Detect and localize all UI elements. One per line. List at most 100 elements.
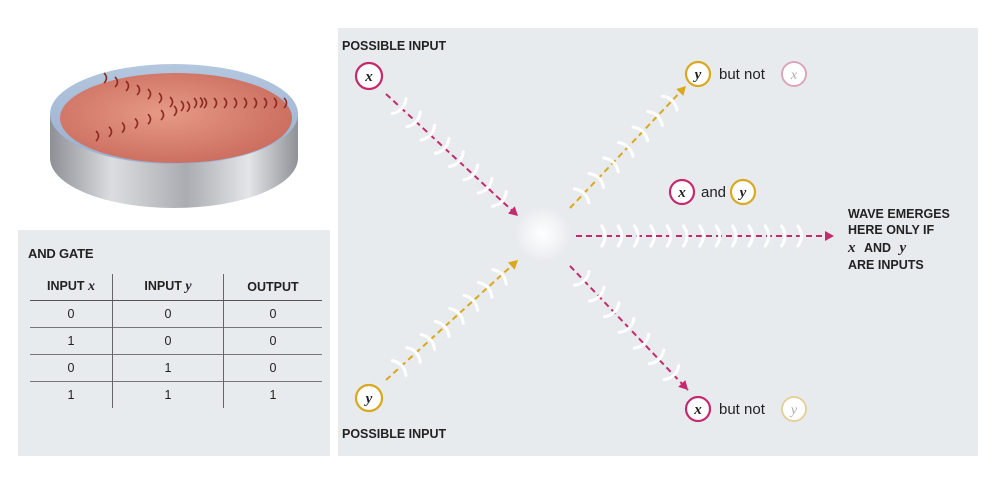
y-input-wave xyxy=(385,259,519,381)
wave-arc xyxy=(780,224,787,248)
output-line-2: HERE ONLY IF xyxy=(848,223,934,237)
wave-arc xyxy=(714,224,722,248)
wave-arc xyxy=(747,224,754,248)
wave-arc xyxy=(602,156,620,174)
wave-line xyxy=(385,259,519,381)
label-text: but not xyxy=(719,66,766,83)
wave-arc xyxy=(631,125,650,143)
dish-arc xyxy=(199,96,204,108)
wave-arc xyxy=(588,285,606,303)
arrow-head xyxy=(825,231,834,241)
dish-arc xyxy=(263,97,268,109)
dish-arc xyxy=(213,97,218,109)
wave-arc xyxy=(731,224,738,248)
dish-arc xyxy=(283,97,288,109)
collision-glow xyxy=(515,206,571,262)
table-cell: 0 xyxy=(223,300,322,328)
table-cell: 1 xyxy=(223,381,322,408)
output-var-x: x xyxy=(847,240,856,256)
truth-table-header: INPUT x INPUT y OUTPUT xyxy=(30,274,322,301)
wave-arc xyxy=(665,224,673,248)
wave-arc xyxy=(617,317,636,334)
table-cell: 0 xyxy=(112,300,224,328)
dish-arc xyxy=(243,97,248,109)
label-symbol: y xyxy=(693,67,702,83)
dish-arc xyxy=(203,97,208,109)
petri-dish-illustration xyxy=(18,18,330,218)
dish-gel xyxy=(60,73,292,163)
x-input-wave xyxy=(385,93,519,217)
header-output: OUTPUT xyxy=(223,274,322,301)
wave-arc xyxy=(616,224,624,248)
dish-arc xyxy=(95,130,100,142)
dish-arc xyxy=(114,76,119,88)
table-row: 1 0 0 xyxy=(30,327,322,355)
wave-paths xyxy=(385,85,834,391)
wave-arc xyxy=(600,224,607,248)
output-line-1: WAVE EMERGES xyxy=(848,207,950,221)
dish-arc xyxy=(233,97,238,109)
y-input-icon: y xyxy=(354,383,384,413)
label-symbol: x xyxy=(677,185,686,201)
x-input-icon: x xyxy=(354,61,384,91)
label-symbol: x xyxy=(693,402,702,418)
dish-arc xyxy=(173,105,178,117)
dish-wave-arcs xyxy=(95,72,288,142)
gate-title: AND GATE xyxy=(28,246,94,261)
table-cell: 0 xyxy=(67,307,75,321)
table-row: 0 1 0 xyxy=(30,354,322,382)
dish-arc xyxy=(169,96,174,108)
label-text: but not xyxy=(719,401,766,418)
and-gate-panel: AND GATE INPUT x INPUT y OUTPUT 0 0 0 1 … xyxy=(18,230,330,456)
wave-arc xyxy=(698,224,705,248)
table-cell: 0 xyxy=(223,327,322,355)
wave-arc xyxy=(573,270,591,287)
x-and-y-output-wave xyxy=(576,224,834,248)
dish-arc xyxy=(125,80,130,92)
wave-arc xyxy=(763,224,771,248)
dish-arc xyxy=(223,97,228,109)
wave-arc xyxy=(491,190,508,208)
header-var: x xyxy=(87,279,95,294)
wave-arc xyxy=(405,346,422,364)
header-text: INPUT xyxy=(144,279,186,293)
table-cell: 0 xyxy=(223,354,322,382)
header-input-x: INPUT x xyxy=(30,274,113,301)
y-but-not-x-label: y but not x xyxy=(684,60,807,88)
wave-arc xyxy=(632,224,640,248)
table-cell: 1 xyxy=(30,381,113,408)
table-row: 1 1 1 xyxy=(30,381,322,408)
dish-arc xyxy=(273,97,278,109)
possible-input-top-label: POSSIBLE INPUT xyxy=(342,39,447,53)
x-input-symbol: x xyxy=(364,69,373,85)
table-row: 0 0 0 xyxy=(30,300,322,328)
dish-arc xyxy=(134,117,139,129)
wave-arc xyxy=(448,150,465,169)
dish-arc xyxy=(186,101,191,113)
wave-arc xyxy=(602,301,621,319)
dish-arc xyxy=(103,72,108,84)
dish-arc xyxy=(180,100,185,112)
wave-diagram-panel: POSSIBLE INPUT POSSIBLE INPUT x y y but … xyxy=(338,28,978,456)
y-but-not-x-wave xyxy=(569,85,687,209)
dish-arc xyxy=(253,97,258,109)
wave-arc xyxy=(419,333,437,351)
arrow-head xyxy=(678,380,688,390)
possible-input-bottom-label: POSSIBLE INPUT xyxy=(342,427,447,441)
wave-arc xyxy=(632,332,651,350)
wave-arc xyxy=(390,359,408,377)
dish-arc xyxy=(193,97,198,109)
output-and: AND xyxy=(864,241,891,255)
wave-arc xyxy=(491,267,508,286)
arrow-head xyxy=(508,260,518,270)
wave-arc xyxy=(647,348,666,366)
wave-arc xyxy=(462,163,480,182)
label-text: and xyxy=(701,184,726,201)
wave-arc xyxy=(448,306,465,325)
y-input-symbol: y xyxy=(364,391,373,407)
wave-arc xyxy=(587,171,606,189)
header-text: INPUT xyxy=(47,279,88,293)
x-but-not-y-label: x but not y xyxy=(684,395,807,423)
wave-arc xyxy=(661,94,679,112)
wave-arc xyxy=(682,224,689,248)
